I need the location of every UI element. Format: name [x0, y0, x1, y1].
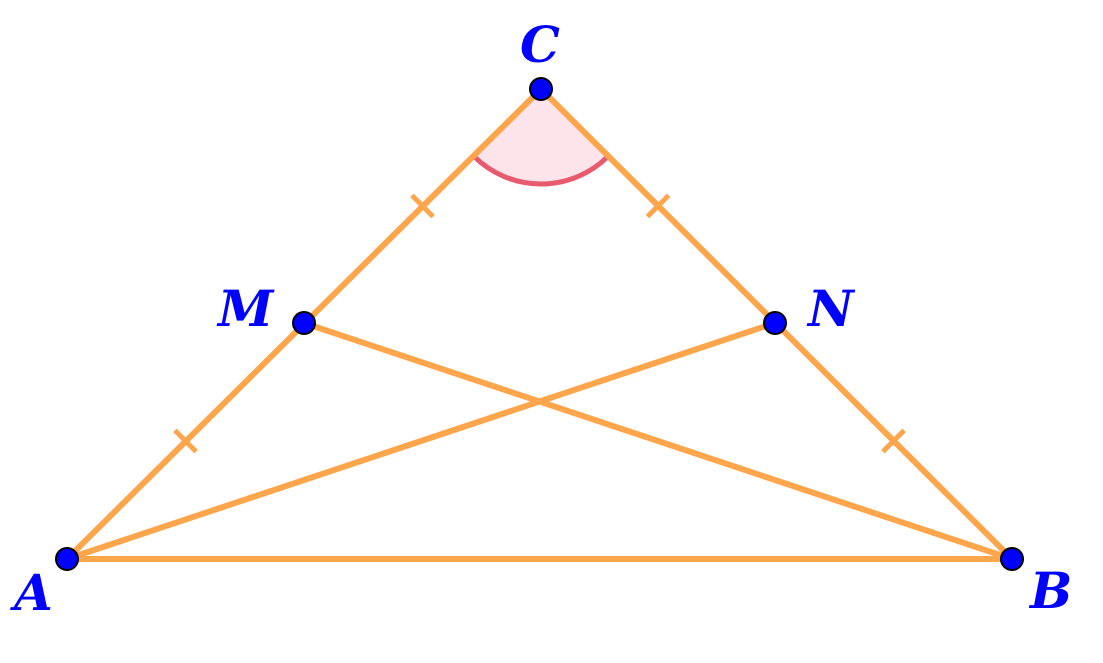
label-m: M: [216, 279, 275, 338]
point-b: [1000, 547, 1024, 571]
point-c: [529, 77, 553, 101]
point-n: [763, 311, 787, 335]
equal-mark-cn: [645, 193, 671, 219]
segment-an: [64, 320, 778, 562]
angle-c-arc: [473, 89, 609, 184]
point-m: [292, 311, 316, 335]
label-b: B: [1028, 561, 1072, 620]
equal-mark-nb: [881, 428, 906, 454]
equal-mark-ma: [173, 428, 198, 454]
label-a: A: [10, 563, 53, 622]
segment-bm: [301, 320, 1015, 562]
angle-c-arc-stroke: [471, 154, 611, 187]
equal-mark-cm: [410, 193, 435, 219]
label-n: N: [806, 279, 856, 338]
point-a: [55, 547, 79, 571]
label-c: C: [520, 15, 560, 74]
